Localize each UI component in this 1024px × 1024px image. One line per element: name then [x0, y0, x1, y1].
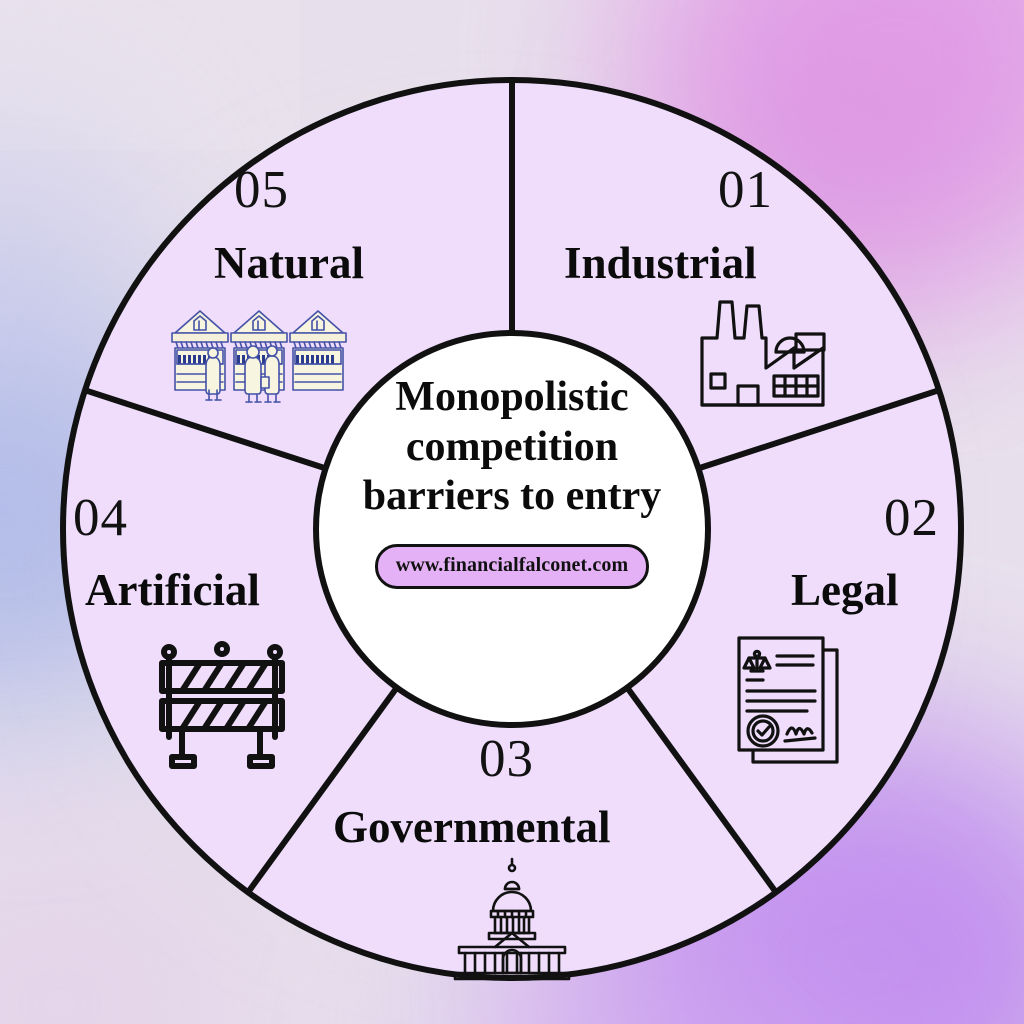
segment-label-governmental[interactable]: Governmental	[333, 802, 611, 852]
website-url-badge[interactable]: www.financialfalconet.com	[374, 543, 650, 589]
segment-number-02: 02	[884, 489, 939, 547]
center-content: Monopolistic competition barriers to ent…	[316, 333, 708, 725]
center-circle	[313, 330, 711, 728]
segment-number-04: 04	[73, 489, 128, 547]
center-title: Monopolistic competition barriers to ent…	[342, 373, 682, 522]
segment-dividers	[84, 80, 940, 894]
segment-label-artificial[interactable]: Artificial	[85, 565, 260, 615]
market-stalls-icon	[171, 310, 347, 403]
center-title-line-2: competition	[405, 423, 619, 470]
segment-number-03: 03	[479, 730, 534, 788]
legal-document-icon	[737, 636, 839, 764]
center-title-line-3: barriers to entry	[362, 473, 662, 520]
segment-label-legal[interactable]: Legal	[791, 565, 899, 615]
divider-01-02	[697, 387, 940, 472]
capitol-building-icon	[453, 857, 571, 981]
segment-number-01: 01	[718, 161, 773, 219]
factory-icon	[700, 300, 826, 407]
segment-label-industrial[interactable]: Industrial	[564, 238, 757, 288]
divider-02-03	[624, 685, 779, 894]
divider-04-05	[84, 387, 327, 472]
road-barrier-icon	[159, 641, 285, 769]
divider-03-04	[245, 685, 400, 894]
segment-label-natural[interactable]: Natural	[214, 238, 364, 288]
segment-number-05: 05	[234, 161, 289, 219]
center-title-line-1: Monopolistic	[395, 374, 629, 420]
